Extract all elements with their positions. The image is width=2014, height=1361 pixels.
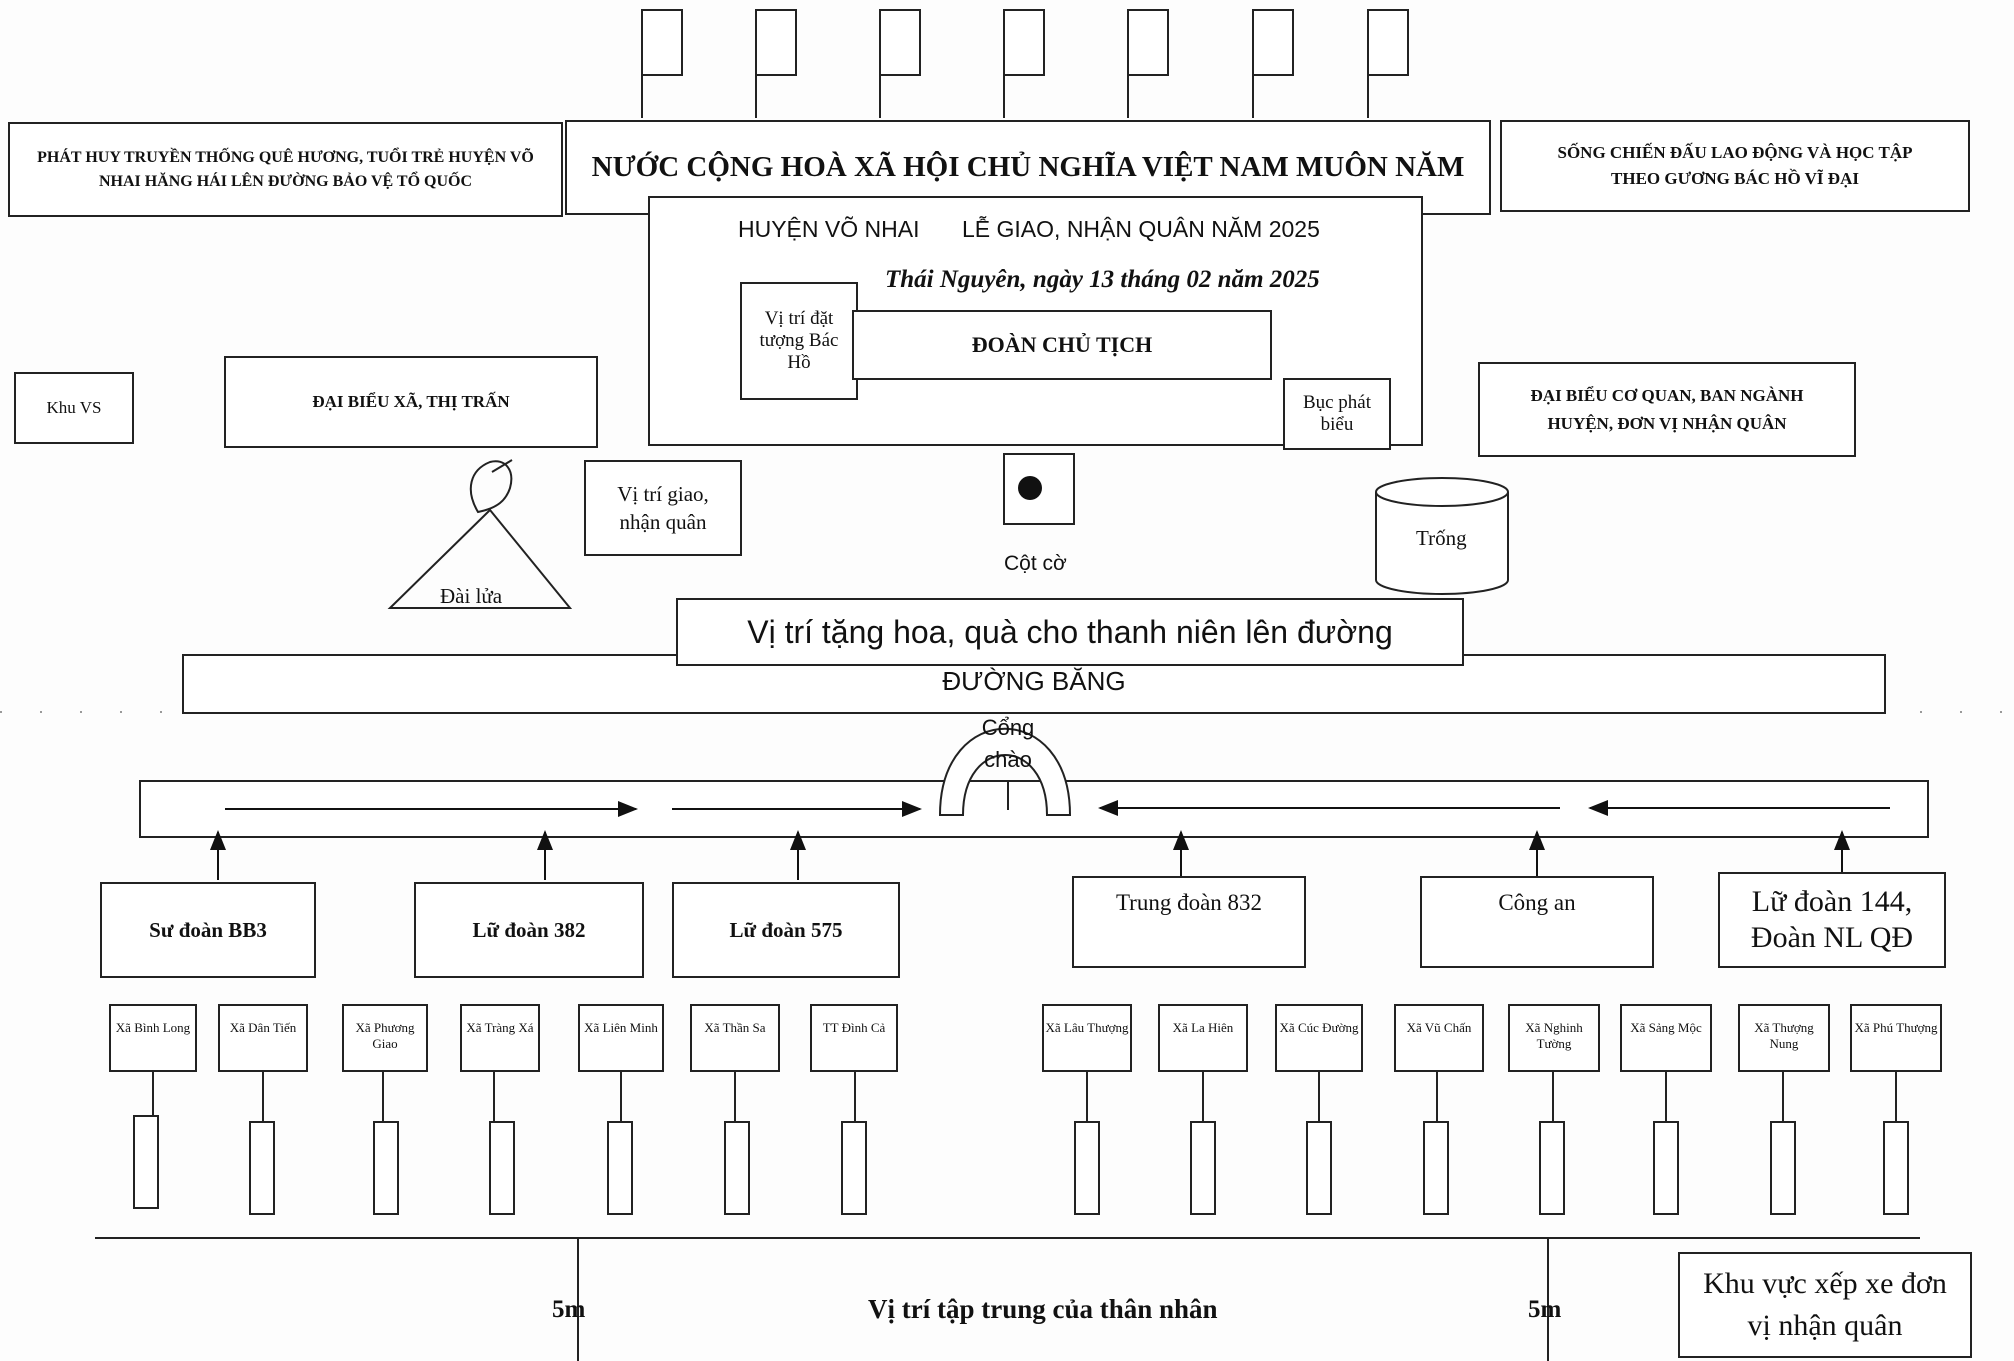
commune-sign: TT Đình Cả — [810, 1004, 898, 1072]
commune-sign: Xã Phú Thượng — [1850, 1004, 1942, 1072]
commune-delegates-text: ĐẠI BIỂU XÃ, THỊ TRẤN — [312, 392, 510, 411]
commune-sign: Xã Dân Tiến — [218, 1004, 308, 1072]
gate-label: Cổng chào — [981, 715, 1035, 772]
statue-position: Vị trí đặt tượng Bác Hồ — [740, 282, 858, 400]
parking-area: Khu vực xếp xe đơn vị nhận quân — [1678, 1252, 1972, 1358]
presidium-text: ĐOÀN CHỦ TỊCH — [971, 332, 1153, 357]
commune-label: Xã La Hiên — [1172, 1020, 1234, 1035]
commune-sign: Xã Sảng Mộc — [1620, 1004, 1712, 1072]
commune-label: Xã Sảng Mộc — [1630, 1020, 1702, 1035]
commune-label: TT Đình Cả — [822, 1020, 886, 1035]
gate-arch-icon — [938, 727, 1072, 816]
unit-box-5: Công an — [1420, 876, 1654, 968]
commune-sign: Xã Vũ Chấn — [1394, 1004, 1484, 1072]
statue-position-text: Vị trí đặt tượng Bác Hồ — [759, 308, 839, 373]
unit-box-2: Lữ đoàn 382 — [414, 882, 644, 978]
commune-sign: Xã Liên Minh — [578, 1004, 664, 1072]
commune-label: Xã Vũ Chấn — [1406, 1020, 1472, 1035]
commune-label: Xã Thượng Nung — [1754, 1020, 1814, 1051]
unit-label: Lữ đoàn 575 — [729, 917, 843, 942]
handover-text: Vị trí giao, nhận quân — [617, 482, 709, 534]
commune-sign: Xã Tràng Xá — [460, 1004, 540, 1072]
commune-sign: Xã Lâu Thượng — [1042, 1004, 1132, 1072]
torch-label: Đài lửa — [440, 584, 503, 608]
torch-icon — [387, 459, 573, 609]
presidium-box: ĐOÀN CHỦ TỊCH — [852, 310, 1272, 380]
commune-label: Xã Phương Giao — [355, 1020, 415, 1051]
banner-right: SỐNG CHIẾN ĐẤU LAO ĐỘNG VÀ HỌC TẬP THEO … — [1500, 120, 1970, 212]
podium-text: Bục phát biểu — [1302, 392, 1372, 435]
commune-sign: Xã La Hiên — [1158, 1004, 1248, 1072]
banner-left-text: PHÁT HUY TRUYỀN THỐNG QUÊ HƯƠNG, TUỔI TR… — [37, 148, 534, 190]
podium-box: Bục phát biểu — [1283, 378, 1391, 450]
unit-box-4: Trung đoàn 832 — [1072, 876, 1306, 968]
gifts-area: Vị trí tặng hoa, quà cho thanh niên lên … — [676, 598, 1464, 666]
unit-label: Sư đoàn BB3 — [149, 917, 267, 942]
drum-icon — [1375, 477, 1509, 595]
commune-label: Xã Phú Thượng — [1854, 1020, 1938, 1035]
commune-sign: Xã Cúc Đường — [1275, 1004, 1363, 1072]
commune-label: Xã Cúc Đường — [1279, 1020, 1359, 1035]
restroom-area: Khu VS — [14, 372, 134, 444]
banner-right-text: SỐNG CHIẾN ĐẤU LAO ĐỘNG VÀ HỌC TẬP THEO … — [1557, 143, 1913, 188]
unit-box-1: Sư đoàn BB3 — [100, 882, 316, 978]
commune-columns-right — [1074, 1072, 1909, 1215]
commune-sign: Xã Thần Sa — [690, 1004, 780, 1072]
district-title: HUYỆN VÕ NHAI — [738, 216, 920, 242]
flagpole-icon — [1018, 476, 1042, 500]
unit-label: Lữ đoàn 382 — [472, 917, 586, 942]
unit-label: Công an — [1498, 890, 1576, 915]
banner-center-text: NƯỚC CỘNG HOÀ XÃ HỘI CHỦ NGHĨA VIỆT NAM … — [591, 151, 1465, 183]
commune-sign: Xã Nghinh Tường — [1508, 1004, 1600, 1072]
commune-label: Xã Thần Sa — [704, 1020, 766, 1035]
road-text: ĐƯỜNG BĂNG — [942, 666, 1126, 696]
commune-label: Xã Tràng Xá — [466, 1020, 534, 1035]
agency-delegates-text: ĐẠI BIỂU CƠ QUAN, BAN NGÀNH HUYỆN, ĐƠN V… — [1530, 385, 1804, 433]
commune-label: Xã Bình Long — [115, 1020, 191, 1035]
handover-area: Vị trí giao, nhận quân — [584, 460, 742, 556]
restroom-text: Khu VS — [46, 398, 102, 417]
flags — [641, 9, 1409, 118]
event-date: Thái Nguyên, ngày 13 tháng 02 năm 2025 — [885, 266, 1320, 293]
commune-label: Xã Lâu Thượng — [1045, 1020, 1129, 1035]
flagpole-label: Cột cờ — [1004, 552, 1067, 575]
unit-label: Trung đoàn 832 — [1115, 890, 1263, 915]
unit-label: Lữ đoàn 144, Đoàn NL QĐ — [1750, 885, 1914, 954]
parking-text: Khu vực xếp xe đơn vị nhận quân — [1703, 1267, 1947, 1342]
commune-label: Xã Liên Minh — [584, 1020, 658, 1035]
distance-right: 5m — [1528, 1296, 1562, 1323]
commune-label: Xã Nghinh Tường — [1525, 1020, 1583, 1051]
event-title: LỄ GIAO, NHẬN QUÂN NĂM 2025 — [962, 216, 1320, 242]
drum-label: Trống — [1416, 526, 1467, 550]
commune-label: Xã Dân Tiến — [229, 1020, 297, 1035]
gifts-text: Vị trí tặng hoa, quà cho thanh niên lên … — [747, 613, 1393, 650]
unit-box-3: Lữ đoàn 575 — [672, 882, 900, 978]
distance-left: 5m — [552, 1296, 586, 1323]
agency-delegates-area: ĐẠI BIỂU CƠ QUAN, BAN NGÀNH HUYỆN, ĐƠN V… — [1478, 362, 1856, 457]
relatives-label: Vị trí tập trung của thân nhân — [868, 1294, 1218, 1324]
banner-left: PHÁT HUY TRUYỀN THỐNG QUÊ HƯƠNG, TUỔI TR… — [8, 122, 563, 217]
commune-sign: Xã Thượng Nung — [1738, 1004, 1830, 1072]
unit-box-6: Lữ đoàn 144, Đoàn NL QĐ — [1718, 872, 1946, 968]
commune-sign: Xã Bình Long — [109, 1004, 197, 1072]
commune-columns-left — [133, 1072, 867, 1215]
commune-sign: Xã Phương Giao — [342, 1004, 428, 1072]
commune-delegates-area: ĐẠI BIỂU XÃ, THỊ TRẤN — [224, 356, 598, 448]
